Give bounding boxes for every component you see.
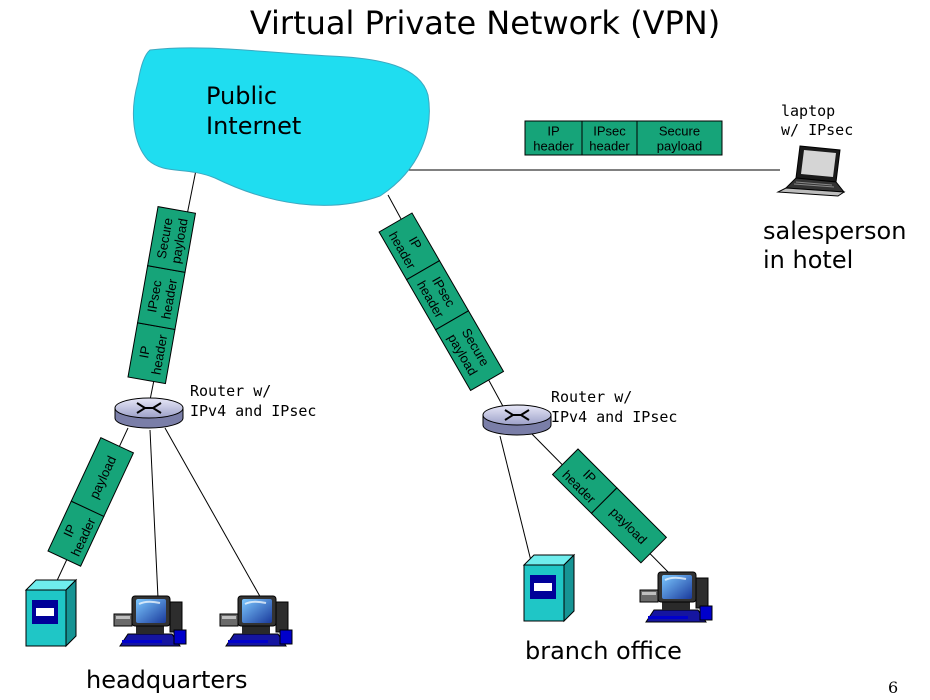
packet-field bbox=[636, 120, 723, 156]
link-branch-router-server bbox=[499, 435, 533, 566]
hq-desktop-icon-1 bbox=[113, 595, 187, 647]
packet-field bbox=[70, 437, 135, 518]
cloud-label-line1: Public bbox=[206, 82, 277, 110]
cloud-label-line2: Internet bbox=[206, 112, 301, 140]
packet-field bbox=[524, 120, 583, 156]
public-internet-cloud bbox=[132, 47, 430, 206]
hq-router-icon bbox=[114, 397, 184, 429]
laptop-label-line2: w/ IPsec bbox=[781, 121, 853, 139]
branch-server-icon bbox=[523, 554, 575, 622]
packet-field-label: IPheader bbox=[134, 330, 171, 376]
packet-field-label: IPsecheader bbox=[144, 274, 181, 320]
hotel-label-line2: in hotel bbox=[763, 246, 853, 274]
branch-label: branch office bbox=[525, 637, 682, 665]
packet-field bbox=[434, 310, 505, 392]
hq-label: headquarters bbox=[86, 666, 247, 694]
page-title: Virtual Private Network (VPN) bbox=[250, 4, 720, 42]
packet-field bbox=[590, 487, 668, 564]
branch-desktop-icon bbox=[639, 571, 713, 623]
branch-router-icon bbox=[482, 404, 552, 436]
laptop-label-line1: laptop bbox=[781, 102, 835, 120]
link-hq-router-pc2 bbox=[164, 427, 263, 601]
hq-router-label-line1: Router w/ bbox=[190, 382, 271, 400]
hotel-label-line1: salesperson bbox=[763, 217, 906, 245]
branch-router-label-line2: IPv4 and IPsec bbox=[551, 408, 677, 426]
page-number: 6 bbox=[888, 678, 898, 697]
hq-server-icon bbox=[25, 579, 77, 647]
packet-field bbox=[147, 206, 197, 273]
link-hq-router-pc1 bbox=[149, 429, 159, 599]
hq-router-label-line2: IPv4 and IPsec bbox=[190, 402, 316, 420]
hq-desktop-icon-2 bbox=[219, 595, 293, 647]
branch-router-label-line1: Router w/ bbox=[551, 388, 632, 406]
laptop-icon bbox=[777, 145, 845, 197]
